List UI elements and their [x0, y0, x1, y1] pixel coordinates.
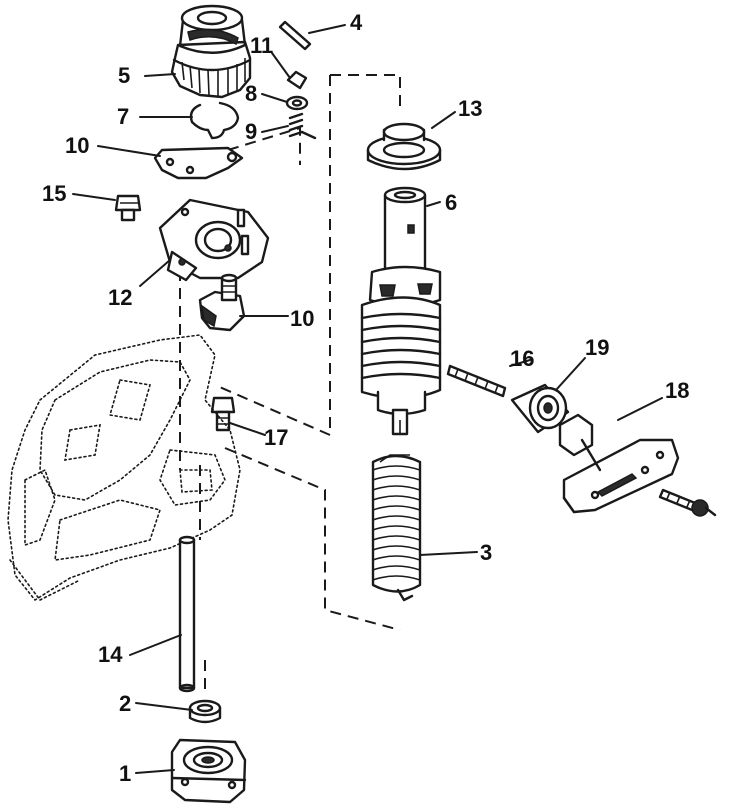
callout-5: 5 [118, 63, 130, 88]
callout-4: 4 [350, 10, 363, 35]
callout-10-upper: 10 [65, 133, 89, 158]
callout-11: 11 [250, 33, 273, 58]
callout-10-lower: 10 [290, 306, 314, 331]
callout-2: 2 [119, 691, 131, 716]
callout-6: 6 [445, 190, 457, 215]
part-5-drive-gear [170, 4, 252, 99]
housing-outline [7, 334, 241, 602]
callout-labels: 1 2 3 4 5 6 7 8 9 10 10 11 12 13 14 15 1… [42, 10, 689, 786]
part-10-cam-lever-lower [198, 273, 246, 332]
callout-1: 1 [119, 761, 131, 786]
assembly-guide-lines [129, 74, 401, 695]
callout-15: 15 [42, 181, 66, 206]
part-17-bolt [210, 396, 236, 432]
callout-16: 16 [510, 346, 534, 371]
callout-17: 17 [264, 425, 288, 450]
callout-9: 9 [245, 119, 257, 144]
callout-19: 19 [585, 335, 609, 360]
callout-18: 18 [665, 378, 689, 403]
part-19-retainer [510, 383, 570, 434]
part-2-bushing [188, 699, 222, 724]
rope-end-knot [658, 488, 717, 517]
part-7-retaining-ring [189, 101, 240, 140]
callout-13: 13 [458, 96, 482, 121]
leader-lines [72, 24, 663, 774]
callout-7: 7 [117, 104, 129, 129]
part-10-lever-upper [153, 146, 244, 180]
part-18-starter-handle [558, 413, 680, 514]
part-12-bracket [158, 198, 270, 282]
part-14-rod [178, 535, 196, 693]
part-11-clip [286, 70, 308, 90]
callout-12: 12 [108, 285, 132, 310]
part-6-starter-spindle [360, 186, 442, 436]
part-3-rewind-spring [371, 454, 422, 602]
callout-14: 14 [98, 642, 123, 667]
part-9-spring [288, 112, 317, 140]
part-4-pin [278, 20, 312, 51]
part-8-washer [285, 95, 309, 111]
part-16-rope [446, 364, 507, 398]
part-13-flanged-bushing [366, 122, 442, 171]
callout-3: 3 [480, 540, 492, 565]
part-15-bolt [114, 194, 142, 222]
part-1-base-block [170, 738, 247, 804]
callout-8: 8 [245, 81, 257, 106]
